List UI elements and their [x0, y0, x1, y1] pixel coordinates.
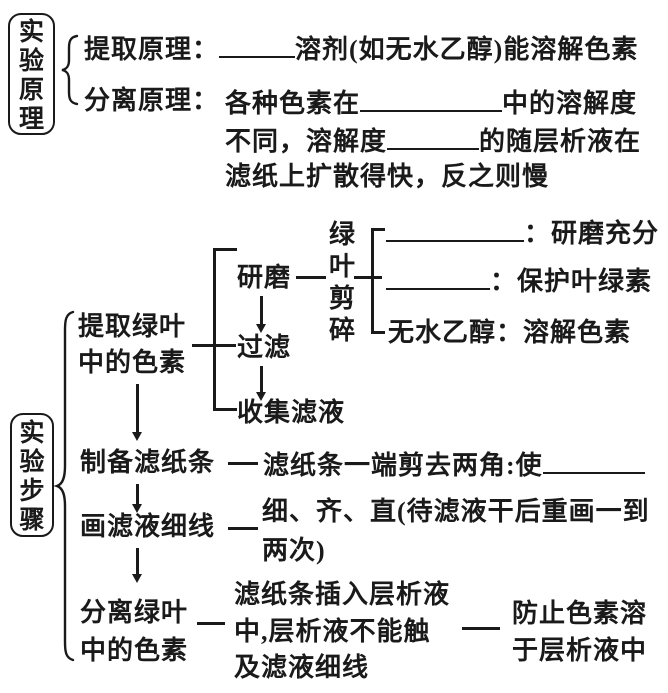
arrow-step2-3-head — [132, 504, 142, 513]
step3-desc-line2: 两次) — [262, 536, 326, 565]
steps-box-label: 实验步骤 — [19, 420, 45, 534]
blank-chromatography — [542, 448, 645, 474]
step4-desc-line3: 及滤液细线 — [234, 653, 370, 682]
leaf-bracket-connector — [354, 276, 382, 279]
step3-desc-line1: 细、齐、直(待滤液干后重画一到 — [262, 497, 650, 526]
substeps-bracket-top — [213, 248, 237, 251]
steps-box: 实验步骤 — [10, 413, 54, 537]
arrow-step3-4-head — [132, 574, 142, 583]
step4-desc-line2: 中,层析液不能触 — [234, 617, 431, 646]
arrow-step1-2-head — [132, 432, 142, 441]
separate-principle-line1: 各种色素在 中的溶解度 — [225, 86, 637, 119]
step4-note-line2: 于层析液中 — [512, 636, 648, 665]
arrow-grind-filter-head — [256, 324, 266, 333]
extract-principle-text: 溶剂(如无水乙醇)能溶解色素 — [295, 35, 639, 64]
step4-note-dash — [462, 627, 500, 630]
step3-name: 画滤液细线 — [80, 512, 216, 541]
leaf-bracket-line — [371, 228, 374, 334]
leaf-bracket-top — [371, 228, 385, 231]
principle-box: 实验原理 — [8, 13, 55, 135]
branch-carbonate: ：保护叶绿素 — [386, 264, 652, 297]
extract-principle-label: 提取原理： — [84, 35, 220, 64]
separate-principle-label: 分离原理： — [84, 86, 220, 115]
step2-name: 制备滤纸条 — [80, 448, 216, 477]
separate-principle-line2: 不同，溶解度 的随层析液在 — [225, 124, 641, 157]
arrow-step3-4-line — [136, 548, 139, 576]
steps-brace — [54, 310, 75, 662]
grind-label: 研磨 — [237, 263, 292, 292]
arrow-step2-3-line — [136, 484, 139, 506]
step4-note-line1: 防止色素溶 — [512, 599, 648, 628]
branch-quartz: ：研磨充分 — [386, 216, 659, 249]
collect-label: 收集滤液 — [237, 398, 346, 427]
step2-dash — [228, 462, 258, 465]
blank-solvent — [219, 32, 296, 58]
step2-desc-text: 滤纸条一端剪去两角:使 — [263, 451, 543, 480]
branch-carbonate-text: ：保护叶绿素 — [490, 267, 653, 296]
step4-name-line2: 中的色素 — [80, 636, 189, 665]
arrow-grind-filter-line — [260, 296, 263, 326]
step4-dash — [197, 622, 225, 625]
branch-quartz-text: ：研磨充分 — [524, 219, 660, 248]
step3-dash — [228, 527, 258, 530]
branch-ethanol: 无水乙醇：溶解色素 — [388, 318, 632, 347]
step1-name-line2: 中的色素 — [78, 348, 187, 377]
leaf-cut-label: 绿叶剪碎 — [328, 220, 355, 345]
substeps-bracket-bottom — [213, 408, 237, 411]
step1-name-line1: 提取绿叶 — [78, 312, 187, 341]
blank-solubility — [387, 124, 480, 150]
leaf-bracket-bottom — [371, 331, 385, 334]
blank-quartz-sand — [386, 216, 524, 242]
arrow-filter-collect-line — [260, 366, 263, 394]
principle-box-label: 实验原理 — [18, 19, 44, 133]
separate-l1-post: 中的溶解度 — [502, 89, 638, 118]
separate-l1-pre: 各种色素在 — [225, 89, 361, 118]
separate-principle-line3: 滤纸上扩散得快，反之则慢 — [225, 162, 550, 191]
separate-l2-post: 的随层析液在 — [479, 127, 642, 156]
arrow-step1-2-line — [136, 384, 139, 434]
step2-desc: 滤纸条一端剪去两角:使 — [263, 448, 645, 481]
grind-leaf-connector — [296, 276, 326, 279]
substeps-bracket-line — [213, 248, 216, 410]
blank-calcium-carbonate — [386, 264, 490, 290]
blank-medium — [360, 86, 503, 112]
separate-l2-pre: 不同，溶解度 — [225, 127, 388, 156]
extract-principle-line: 提取原理： 溶剂(如无水乙醇)能溶解色素 — [84, 32, 638, 65]
step4-name-line1: 分离绿叶 — [80, 598, 189, 627]
principle-brace — [61, 34, 79, 106]
step1-connector — [192, 344, 236, 347]
arrow-filter-collect-head — [256, 392, 266, 401]
step4-desc-line1: 滤纸条插入层析液 — [234, 580, 451, 609]
filter-label: 过滤 — [237, 333, 292, 362]
